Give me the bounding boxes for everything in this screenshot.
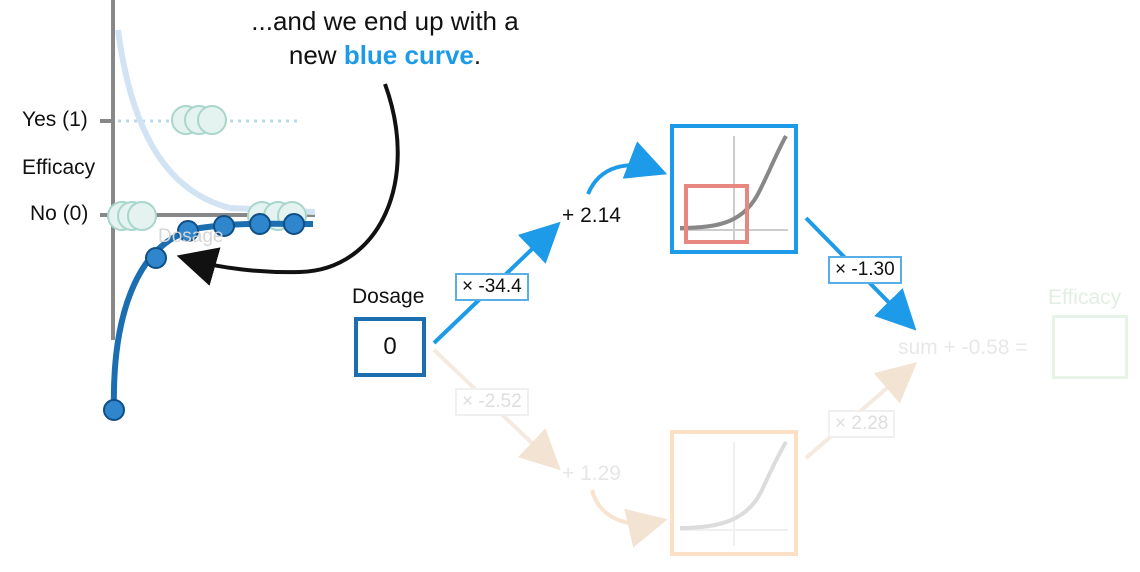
- network-bottom-path: [432, 348, 918, 556]
- y-axis-label: Efficacy: [22, 156, 96, 179]
- top-output-weight-label: × -1.30: [828, 256, 902, 284]
- y-tick-label-yes: Yes (1): [22, 108, 88, 131]
- top-weight-label: × -34.4: [455, 273, 529, 301]
- input-label: Dosage: [352, 285, 425, 308]
- pointer-arrow: [176, 83, 400, 286]
- bottom-node-curve: [679, 440, 788, 530]
- caption-highlight: blue curve: [343, 40, 474, 70]
- faint-data-points: [107, 105, 307, 231]
- caption-line-2: new blue curve.: [150, 38, 620, 72]
- efficacy-plot: [100, 0, 400, 421]
- caption-line-1: ...and we end up with a: [251, 6, 519, 36]
- bottom-output-weight-label: × 2.28: [828, 410, 896, 438]
- bottom-bias-label: + 1.29: [562, 462, 621, 485]
- caption: ...and we end up with a new blue curve.: [150, 4, 620, 72]
- bottom-weight-label: × -2.52: [455, 388, 529, 416]
- sum-label: sum + -0.58 =: [898, 336, 1028, 359]
- blue-curve: [110, 220, 314, 411]
- top-bias-label: + 2.14: [562, 204, 621, 227]
- x-axis-label: Dosage: [158, 226, 224, 247]
- input-node: 0: [354, 317, 426, 377]
- top-node-curve: [679, 135, 788, 230]
- faint-previous-curve: [115, 29, 316, 215]
- top-node-highlight: [684, 184, 749, 244]
- caption-line-2-prefix: new: [288, 40, 344, 70]
- output-node: [1052, 315, 1128, 379]
- output-label: Efficacy: [1048, 286, 1122, 309]
- blue-curve-points: [103, 213, 305, 421]
- caption-line-2-suffix: .: [473, 40, 482, 70]
- network-top-path: [432, 124, 917, 345]
- edge-bias-to-bottom-node: [590, 489, 668, 548]
- edge-bias-to-top-node: [586, 141, 668, 195]
- y-tick-label-no: No (0): [30, 202, 89, 225]
